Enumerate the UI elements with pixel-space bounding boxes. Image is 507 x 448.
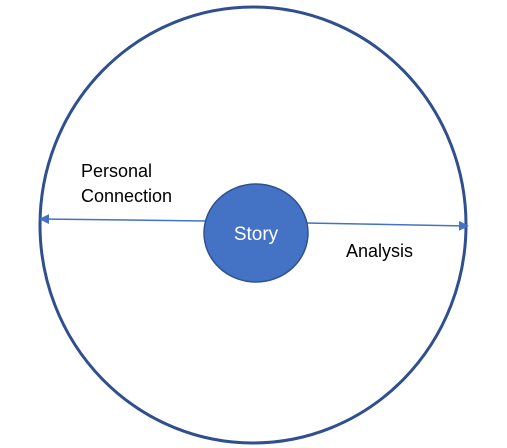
connection-label: Connection bbox=[81, 186, 172, 206]
personal-label: Personal bbox=[81, 161, 152, 181]
analysis-label: Analysis bbox=[346, 241, 413, 261]
center-label: Story bbox=[234, 224, 279, 245]
left-arrow bbox=[39, 214, 207, 225]
right-arrow bbox=[305, 220, 469, 231]
center-circle bbox=[203, 183, 309, 283]
